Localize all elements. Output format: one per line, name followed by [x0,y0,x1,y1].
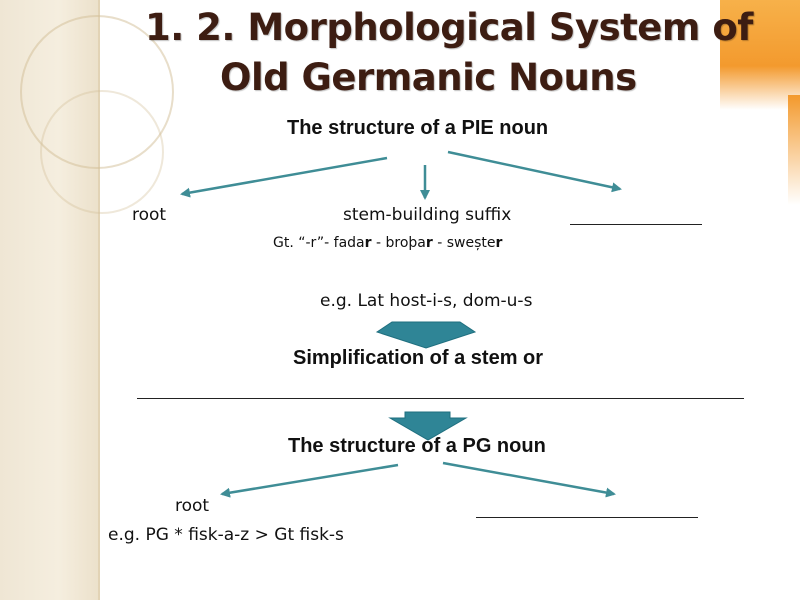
slide-title-line-2: Old Germanic Nouns [220,56,637,99]
latin-example: e.g. Lat host-i-s, dom-u-s [320,291,533,311]
arrow-to-pg-root [220,463,399,498]
pie-root-label: root [132,205,167,225]
simplification-heading: Simplification of a stem or [293,347,544,369]
pg-example: e.g. PG * fisk-a-z > Gt fisk-s [108,525,344,545]
simplification-blank [137,398,744,399]
left-decorative-panel [0,0,174,600]
pg-ending-blank [476,517,698,518]
down-arrow-1 [375,321,477,349]
pg-structure-heading: The structure of a PG noun [288,435,546,457]
pg-root-label: root [175,496,210,516]
swirl-decoration [40,90,164,214]
orange-edge-decoration [788,95,800,205]
pie-suffix-label: stem-building suffix [343,205,512,225]
arrow-to-root [180,156,388,198]
pie-structure-heading: The structure of a PIE noun [287,117,549,139]
arrow-to-ending [447,150,622,193]
arrow-to-pg-ending [442,461,616,498]
down-arrow-2 [388,411,468,441]
gothic-example: Gt. “-r”- fadar - broþar - sweșter [273,235,503,251]
pie-ending-blank [570,224,702,225]
orange-corner-decoration [720,0,800,110]
slide-title-line-1: 1. 2. Morphological System of [145,6,753,49]
